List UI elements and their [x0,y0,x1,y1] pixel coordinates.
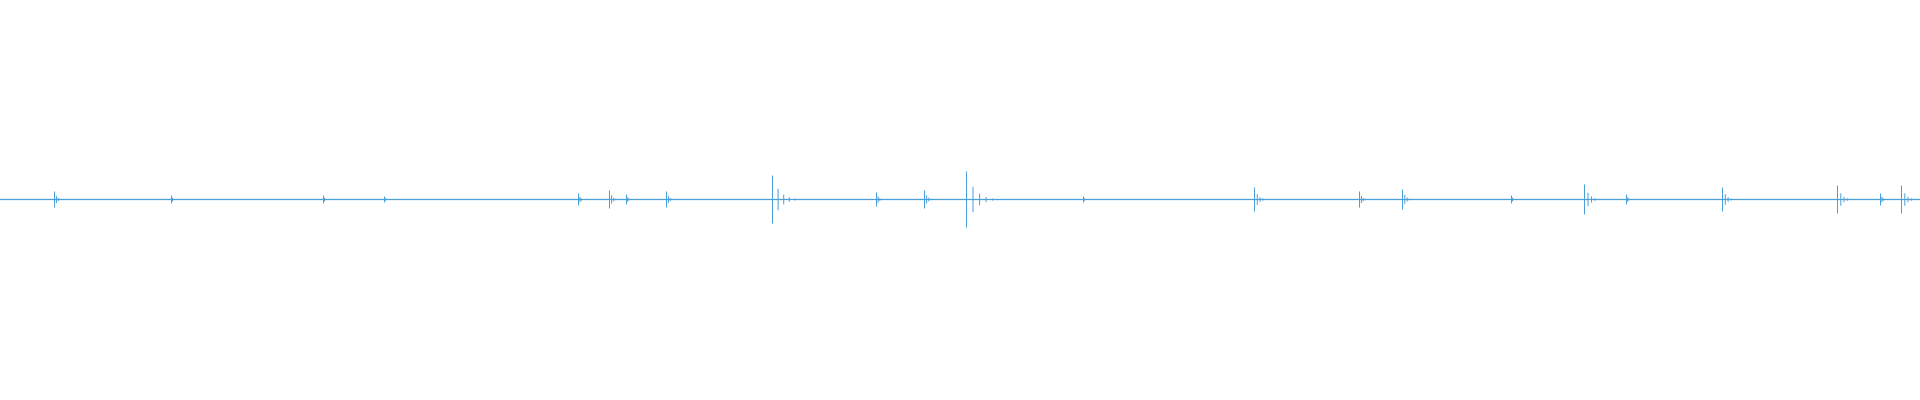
waveform-transient [1083,196,1089,203]
waveform-transient [1359,191,1372,208]
waveform-transient [1837,185,1858,214]
waveform-transient [323,195,329,204]
waveform-transients [54,171,1919,228]
waveform-transient [1722,187,1740,212]
waveform-transient [1584,184,1606,215]
waveform-transient [171,195,177,204]
waveform-transient [1254,187,1272,212]
waveform-transient [1901,185,1919,214]
waveform-transient [54,191,67,208]
waveform-transient [1626,194,1633,205]
waveform-transient [924,190,938,209]
waveform-transient [1402,189,1417,210]
waveform-transient [384,196,390,203]
waveform-transient [1511,195,1517,204]
waveform-transient [609,190,623,209]
waveform-transient [876,192,887,207]
waveform-transient [772,175,807,224]
waveform-transient [666,191,679,208]
waveform-transient [966,171,1007,228]
waveform-transient [626,194,633,205]
waveform-transient [578,193,586,206]
waveform-transient [1880,193,1888,206]
